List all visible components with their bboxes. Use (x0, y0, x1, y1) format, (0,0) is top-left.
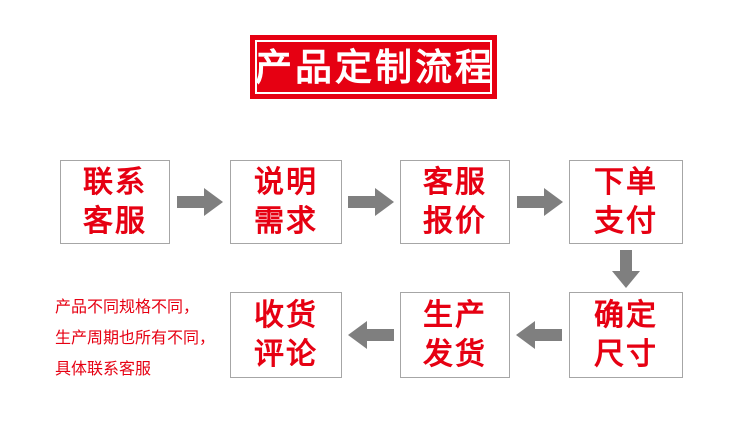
step-contact-service: 联系 客服 (60, 160, 170, 244)
step-order-pay: 下单 支付 (569, 160, 683, 244)
step-explain-needs: 说明 需求 (230, 160, 342, 244)
step-service-quote: 客服 报价 (400, 160, 510, 244)
arrow-right-icon (348, 188, 394, 216)
step-receive-review: 收货 评论 (230, 292, 342, 378)
arrow-down-icon (612, 250, 640, 288)
arrow-left-icon (516, 321, 562, 349)
arrow-left-icon (348, 321, 394, 349)
note-line: 产品不同规格不同， (55, 299, 200, 316)
customization-note: 产品不同规格不同， 生产周期也所有不同， 具体联系客服 (55, 292, 215, 385)
page-title: 产品定制流程 (255, 46, 495, 88)
step-confirm-size: 确定 尺寸 (569, 292, 683, 378)
note-line: 生产周期也所有不同， (55, 330, 216, 347)
arrow-right-icon (517, 188, 563, 216)
step-produce-ship: 生产 发货 (400, 292, 510, 378)
arrow-right-icon (177, 188, 223, 216)
note-line: 具体联系客服 (55, 361, 152, 378)
flow-title-banner: 产品定制流程 (250, 35, 497, 99)
